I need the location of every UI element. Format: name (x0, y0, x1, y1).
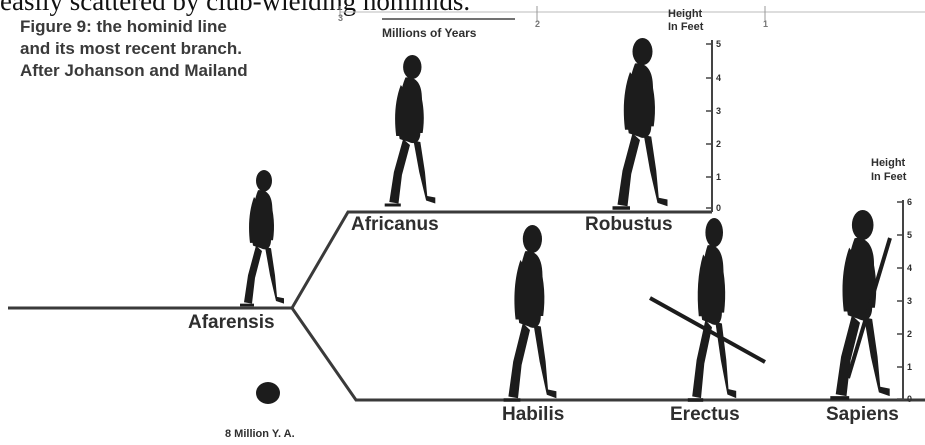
label-sapiens: Sapiens (826, 404, 899, 426)
label-africanus: Africanus (351, 214, 439, 236)
sapiens-figure (830, 210, 889, 400)
skull-icon (256, 382, 280, 404)
label-erectus: Erectus (670, 404, 740, 426)
africanus-figure (385, 55, 436, 207)
label-origin: 8 Million Y. A. (225, 428, 295, 440)
label-habilis: Habilis (502, 404, 564, 426)
habilis-figure (504, 225, 557, 402)
afarensis-figure (240, 170, 284, 306)
robustus-figure (613, 38, 668, 210)
erectus-figure (688, 218, 736, 402)
label-robustus: Robustus (585, 214, 673, 236)
label-afarensis: Afarensis (188, 312, 275, 334)
